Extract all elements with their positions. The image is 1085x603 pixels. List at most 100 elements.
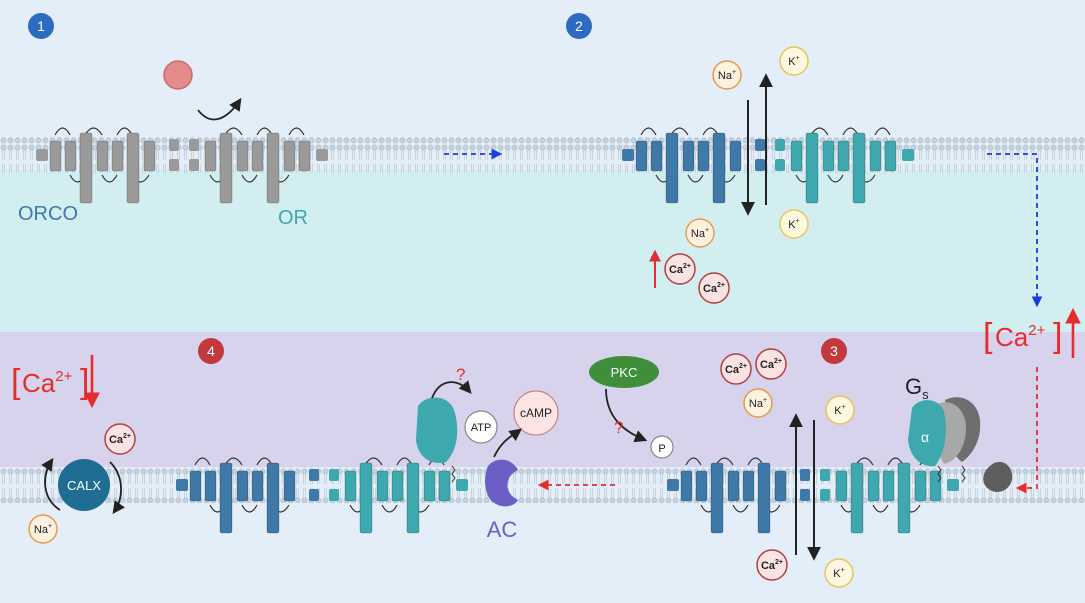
- ion-ca-p2-2: Ca2+: [698, 272, 730, 304]
- pore-segment: [309, 489, 319, 501]
- receptor-helix: [283, 470, 296, 502]
- svg-text:Ca2+: Ca2+: [760, 358, 782, 371]
- receptor-loop: [670, 127, 689, 136]
- svg-text:Ca2+: Ca2+: [703, 282, 725, 295]
- receptor-loop: [827, 174, 844, 183]
- receptor-loop: [54, 127, 71, 136]
- receptor-helix: [283, 140, 296, 172]
- receptor-loop: [874, 127, 891, 136]
- adenylyl-cyclase: [485, 459, 518, 507]
- svg-text:Ca2+: Ca2+: [725, 363, 747, 376]
- badge-4-label: 4: [207, 343, 215, 359]
- ion-ca-p3-2: Ca2+: [755, 348, 787, 380]
- svg-text:Na+: Na+: [749, 397, 767, 410]
- receptor-loop: [872, 504, 889, 513]
- receptor-loop: [116, 127, 133, 136]
- receptor-helix: [850, 462, 864, 534]
- receptor-complex-panel4: [176, 457, 468, 534]
- pkc-label: PKC: [611, 365, 638, 380]
- receptor-helix: [406, 462, 420, 534]
- atp-label: ATP: [471, 422, 492, 434]
- pkc-phosphorylation-arrow: [605, 388, 648, 443]
- svg-text:K+: K+: [788, 55, 799, 68]
- ion-na-p4: Na+: [28, 514, 58, 544]
- receptor-loop: [224, 457, 243, 466]
- calx-label: CALX: [67, 478, 101, 493]
- receptor-helix: [204, 140, 217, 172]
- receptor-helix: [697, 140, 710, 172]
- badge-2: [566, 13, 592, 39]
- panel-3: 3 PKC ? P Ca2+ Ca2+ Na+ K+ Ca2+ K+: [537, 338, 1038, 588]
- receptor-helix: [929, 470, 942, 502]
- ion-k-p2-out: K+: [779, 46, 809, 76]
- badge-4: [198, 338, 224, 364]
- receptor-terminal: [622, 149, 634, 161]
- receptor-loop: [715, 457, 734, 466]
- transition-arrow-3-4-vertical: [1015, 367, 1038, 494]
- panel-2: 2 Na+ K+ K+ Na+ Ca2+ Ca2+: [566, 13, 1043, 308]
- receptor-loop: [732, 504, 749, 513]
- receptor-loop: [887, 457, 904, 466]
- ion-k-p2-in: K+: [779, 209, 809, 239]
- receptor-helix: [236, 140, 249, 172]
- receptor-helix: [774, 470, 787, 502]
- ion-k-p3-out: K+: [824, 558, 854, 588]
- receptor-helix: [729, 140, 742, 172]
- badge-1: [28, 13, 54, 39]
- receptor-helix: [682, 140, 695, 172]
- badge-3: [821, 338, 847, 364]
- svg-text:Na+: Na+: [718, 69, 736, 82]
- receptor-helix: [219, 462, 233, 534]
- receptor-helix: [344, 470, 357, 502]
- receptor-loop: [364, 457, 383, 466]
- or-label: OR: [278, 207, 308, 229]
- receptor-helix: [897, 462, 911, 534]
- g-protein-alpha: [908, 400, 946, 467]
- odorant-ligand: [163, 60, 193, 90]
- receptor-helix: [49, 140, 62, 172]
- receptor-loop: [855, 457, 874, 466]
- receptor-helix: [665, 132, 679, 204]
- receptor-loop: [842, 127, 859, 136]
- receptor-loop: [685, 457, 702, 466]
- transition-arrow-2-3: [987, 153, 1043, 308]
- receptor-helix: [298, 140, 311, 172]
- receptor-helix: [251, 140, 264, 172]
- receptor-loop: [381, 504, 398, 513]
- receptor-helix: [650, 140, 663, 172]
- badge-1-label: 1: [37, 18, 45, 34]
- receptor-terminal: [316, 149, 328, 161]
- receptor-terminal: [947, 479, 959, 491]
- receptor-helix: [126, 132, 140, 204]
- receptor-helix: [914, 470, 927, 502]
- receptor-loop: [101, 174, 118, 183]
- receptor-helix: [757, 462, 771, 534]
- receptor-helix: [236, 470, 249, 502]
- pore-segment: [755, 159, 765, 171]
- receptor-terminal: [456, 479, 468, 491]
- top-cytosol-band: [0, 170, 1085, 332]
- svg-text:Na+: Na+: [34, 523, 52, 536]
- receptor-helix: [189, 470, 202, 502]
- ion-na-p2-out: Na+: [712, 60, 742, 90]
- receptor-helix: [143, 140, 156, 172]
- pore-segment: [329, 489, 339, 501]
- pore-segment: [775, 159, 785, 171]
- pkc-enzyme: [589, 356, 659, 388]
- svg-text:]: ]: [1053, 317, 1062, 355]
- receptor-loop: [256, 457, 273, 466]
- calx-ca-arrow: [109, 461, 125, 515]
- camp-molecule: [513, 390, 559, 436]
- svg-text:Ca2+: Ca2+: [995, 322, 1046, 352]
- receptor-helix: [204, 470, 217, 502]
- pore-segment: [775, 139, 785, 151]
- receptor-helix: [710, 462, 724, 534]
- receptor-helix: [680, 470, 693, 502]
- receptor-loop: [396, 457, 413, 466]
- receptor-helix: [882, 470, 895, 502]
- pore-segment: [169, 139, 179, 151]
- svg-text:[: [: [983, 317, 993, 355]
- receptor-loop: [640, 127, 657, 136]
- ion-ca-p2-1: Ca2+: [664, 253, 696, 285]
